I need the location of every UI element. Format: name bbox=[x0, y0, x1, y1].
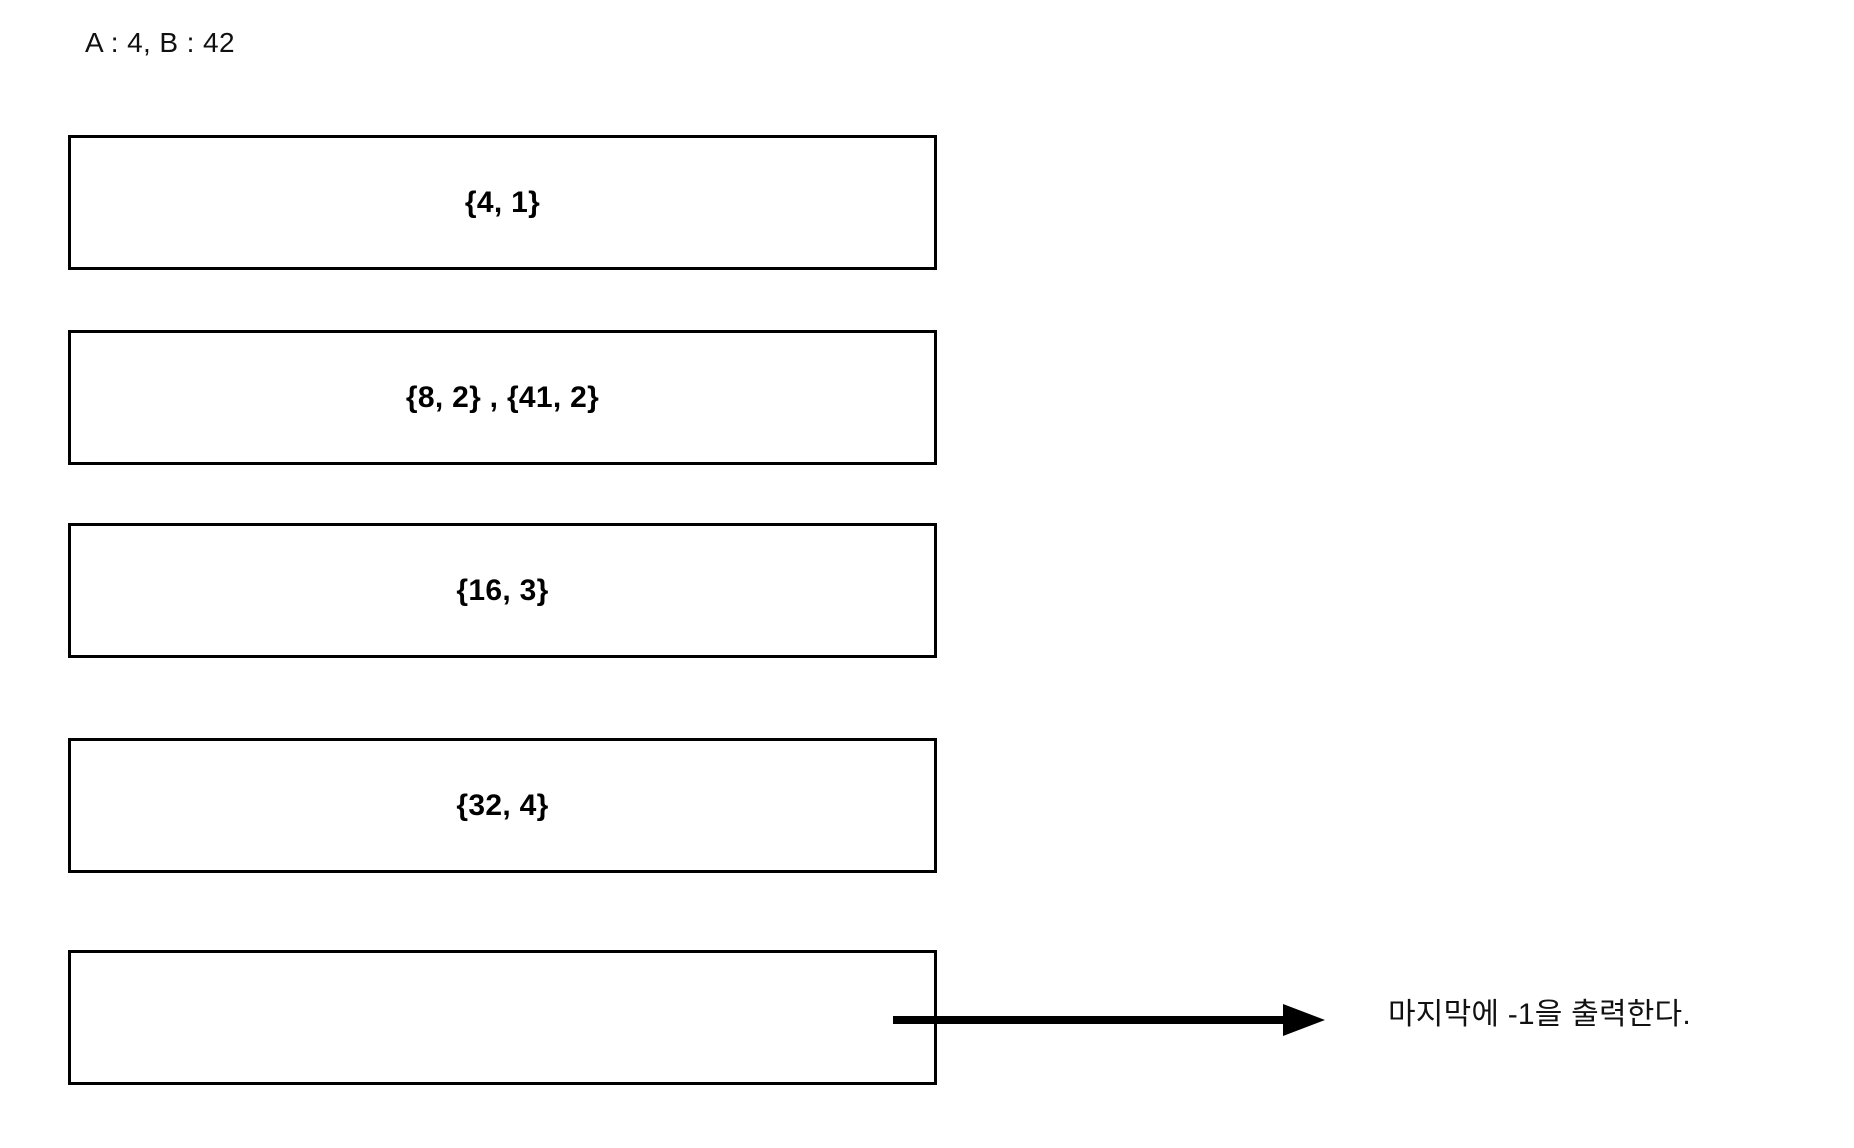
queue-row-4: {32, 4} bbox=[68, 738, 937, 873]
annotation-text: 마지막에 -1을 출력한다. bbox=[1388, 998, 1691, 1031]
queue-row-1: {4, 1} bbox=[68, 135, 937, 270]
queue-row-5 bbox=[68, 950, 937, 1085]
queue-row-3-label: {16, 3} bbox=[456, 573, 549, 607]
queue-row-2-label: {8, 2} , {41, 2} bbox=[405, 380, 600, 414]
queue-row-2: {8, 2} , {41, 2} bbox=[68, 330, 937, 465]
page-title: A : 4, B : 42 bbox=[85, 27, 235, 58]
right-arrow-icon bbox=[893, 1004, 1325, 1036]
queue-row-3: {16, 3} bbox=[68, 523, 937, 658]
queue-row-4-label: {32, 4} bbox=[456, 788, 549, 822]
queue-row-1-label: {4, 1} bbox=[464, 185, 541, 219]
